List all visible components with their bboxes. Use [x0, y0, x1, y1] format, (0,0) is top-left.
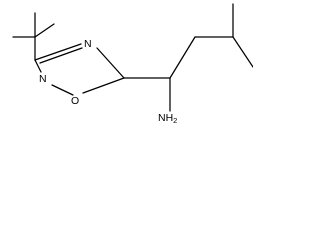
bond-c3-n4 [34, 43, 82, 61]
atom-label-amine-symbol: NH [158, 112, 173, 124]
molecule-structure: N N O NH2 [12, 3, 253, 125]
bond-o1-n2 [51, 84, 74, 96]
bond-c3-n4-second-line [39, 47, 83, 64]
atom-label-n-ring-bottom: N [39, 73, 47, 85]
bond-n4-c5 [96, 47, 125, 79]
atom-label-o-ring: O [71, 95, 79, 107]
bond-ch-ch2 [169, 36, 196, 79]
atom-label-n-ring-top: N [84, 38, 92, 50]
bond-tbu-methyl-right [34, 23, 55, 38]
atom-label-amine-subscript: 2 [173, 116, 177, 125]
atom-label-amine: NH2 [158, 112, 177, 125]
bond-n2-c3 [34, 59, 42, 73]
bond-ch-methyl-right [232, 36, 253, 68]
bond-c5-o1 [82, 77, 125, 94]
